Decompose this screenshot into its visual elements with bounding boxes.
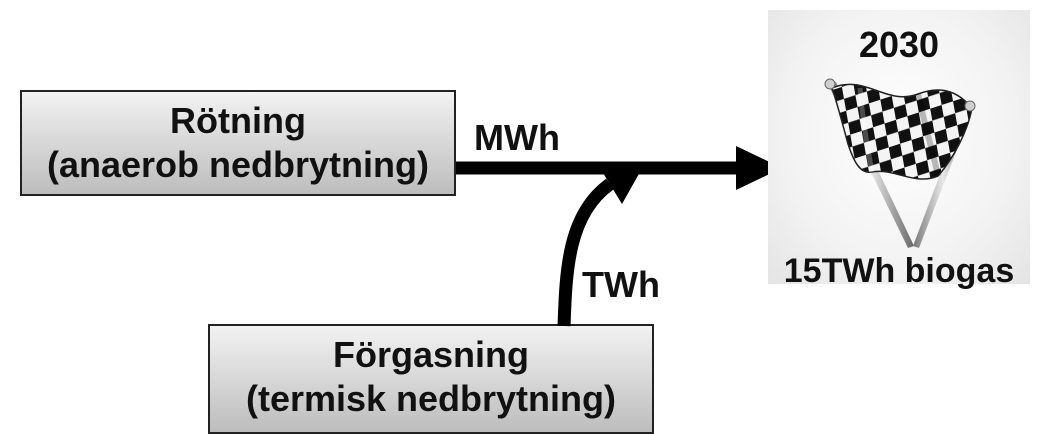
rotning-box: Rötning (anaerob nedbrytning) xyxy=(20,90,456,196)
forgasning-subtitle: (termisk nedbrytning) xyxy=(245,378,617,419)
twh-label: TWh xyxy=(582,264,660,305)
forgasning-title: Förgasning xyxy=(333,334,529,375)
rotning-title: Rötning xyxy=(170,100,306,141)
main-arrow-head xyxy=(736,146,782,190)
branch-arrow-shaft xyxy=(557,178,614,327)
target-panel: 2030 15TWh biogas xyxy=(768,10,1030,290)
mwh-label: MWh xyxy=(474,117,560,158)
checkered-flag-icon xyxy=(824,78,976,248)
forgasning-box: Förgasning (termisk nedbrytning) xyxy=(208,324,654,434)
rotning-subtitle: (anaerob nedbrytning) xyxy=(46,144,429,185)
target-goal: 15TWh biogas xyxy=(783,252,1015,290)
branch-arrow-head xyxy=(600,168,640,204)
target-year: 2030 xyxy=(858,24,940,65)
